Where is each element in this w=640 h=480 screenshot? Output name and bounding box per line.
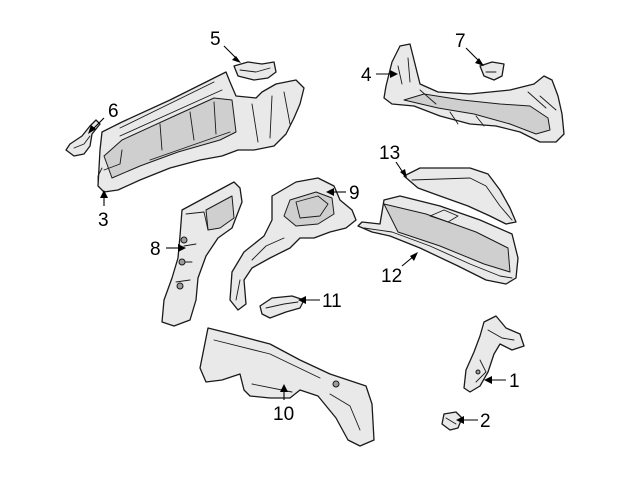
callout-13: 13: [379, 143, 400, 164]
callout-7: 7: [455, 31, 466, 52]
part-3-trim-panel[interactable]: [97, 71, 305, 193]
part-8-quarter-trim[interactable]: [161, 181, 243, 327]
callout-4: 4: [361, 65, 372, 86]
callout-2: 2: [480, 411, 491, 432]
part-7-clip[interactable]: [479, 61, 505, 81]
arrowhead-4: [390, 70, 398, 78]
arrowhead-12: [410, 252, 418, 261]
callout-12: 12: [381, 266, 402, 287]
callout-labels: 1 2 3 4 5 6 7 8 9 10 11 12 13: [98, 29, 520, 432]
arrowhead-7: [475, 58, 484, 66]
part-2-fastener[interactable]: [441, 411, 463, 431]
callout-3: 3: [98, 210, 109, 231]
part-10-lower-panel[interactable]: [199, 327, 375, 447]
callout-1: 1: [509, 371, 520, 392]
callout-5: 5: [210, 29, 221, 50]
arrowhead-3: [100, 190, 108, 198]
part-12-floor-tray[interactable]: [357, 195, 519, 285]
part-9-wheelhouse[interactable]: [229, 177, 357, 311]
part-1-bracket[interactable]: [463, 315, 525, 393]
part-11-trim-piece[interactable]: [259, 295, 305, 319]
callout-8: 8: [150, 239, 161, 260]
callout-11: 11: [322, 291, 342, 312]
arrowhead-1: [484, 376, 492, 384]
arrowhead-9: [326, 188, 334, 196]
callout-10: 10: [273, 404, 294, 425]
arrowhead-11: [298, 296, 306, 304]
arrowhead-10: [280, 384, 288, 392]
callout-9: 9: [349, 183, 360, 204]
arrowhead-5: [232, 56, 241, 63]
part-6-bracket[interactable]: [65, 119, 101, 157]
part-13-cover[interactable]: [403, 167, 517, 225]
leader-lines: [88, 45, 506, 424]
part-4-rear-panel[interactable]: [383, 43, 565, 143]
arrowhead-8: [178, 244, 186, 252]
part-5-bracket[interactable]: [233, 61, 277, 81]
arrowhead-2: [456, 416, 464, 424]
arrowhead-6: [88, 125, 96, 134]
callout-6: 6: [108, 101, 119, 122]
leader-7: [465, 47, 481, 63]
arrowhead-13: [400, 169, 407, 178]
